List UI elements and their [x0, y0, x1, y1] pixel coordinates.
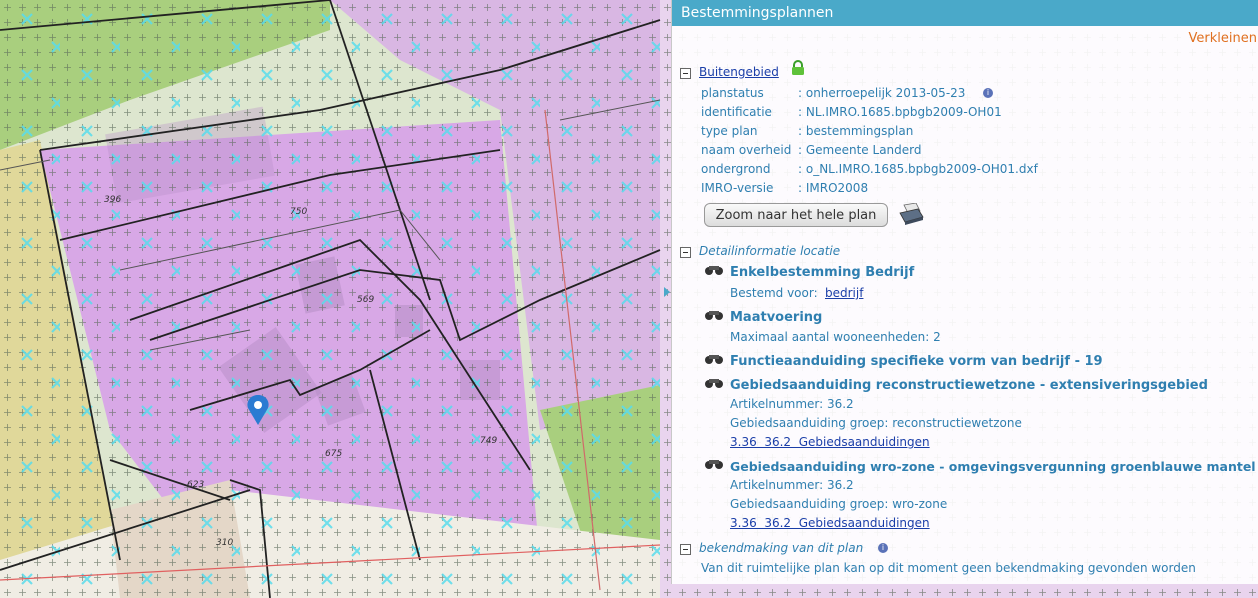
- detail-item-title: Enkelbestemming Bedrijf: [730, 265, 915, 280]
- info-icon[interactable]: i: [983, 88, 993, 98]
- panel-title: Bestemmingsplannen: [681, 5, 834, 21]
- prop-label: identificatie: [701, 105, 772, 119]
- prop-value: : NL.IMRO.1685.bpbgb2009-OH01: [798, 105, 1002, 119]
- plan-name-link[interactable]: Buitengebied: [699, 65, 779, 79]
- parcel-label: 675: [325, 449, 342, 459]
- location-marker-icon[interactable]: [247, 395, 269, 425]
- collapse-plan-icon[interactable]: [680, 68, 691, 79]
- prop-label: type plan: [701, 124, 758, 138]
- bekendmaking-title: bekendmaking van dit plan: [699, 541, 864, 555]
- prop-value: : onherroepelijk 2013-05-23: [798, 86, 966, 100]
- prop-label: naam overheid: [701, 143, 792, 157]
- info-icon[interactable]: i: [878, 543, 888, 553]
- parcel-label: 569: [357, 295, 374, 305]
- prop-value: : IMRO2008: [798, 181, 869, 195]
- parcel-label: 623: [187, 480, 204, 490]
- collapse-detail-icon[interactable]: [680, 247, 691, 258]
- detail-item-title: Gebiedsaanduiding wro-zone - omgevingsve…: [730, 459, 1256, 474]
- collapse-bekendmaking-icon[interactable]: [680, 544, 691, 555]
- parcel-label: 750: [290, 207, 307, 217]
- gebiedsaanduidingen-link[interactable]: 3.36 36.2 Gebiedsaanduidingen: [730, 435, 930, 449]
- panel-toggle-icon[interactable]: [664, 287, 670, 297]
- gebiedsaanduidingen-link[interactable]: 3.36 36.2 Gebiedsaanduidingen: [730, 516, 930, 530]
- zoom-to-plan-button[interactable]: Zoom naar het hele plan: [704, 203, 888, 227]
- prop-label: ondergrond: [701, 162, 771, 176]
- parcel-label: 396: [104, 195, 121, 205]
- detail-section-title: Detailinformatie locatie: [699, 244, 841, 258]
- prop-label: IMRO-versie: [701, 181, 774, 195]
- binoculars-icon: [705, 355, 723, 364]
- shrink-link[interactable]: Verkleinen: [1188, 31, 1257, 46]
- detail-item-title: Functieaanduiding specifieke vorm van be…: [730, 354, 1103, 369]
- detail-item-text: Bestemd voor:: [730, 286, 818, 300]
- print-icon[interactable]: [898, 203, 924, 225]
- prop-value: : bestemmingsplan: [798, 124, 914, 138]
- prop-label: planstatus: [701, 86, 764, 100]
- binoculars-icon: [705, 460, 723, 469]
- detail-item-text: Gebiedsaanduiding groep: reconstructiewe…: [730, 416, 1022, 430]
- detail-item-title: Maatvoering: [730, 310, 823, 325]
- panel-header: Bestemmingsplannen: [672, 0, 1258, 26]
- detail-item-title: Gebiedsaanduiding reconstructiewetzone -…: [730, 378, 1208, 393]
- bekendmaking-text: Van dit ruimtelijke plan kan op dit mome…: [701, 561, 1196, 575]
- detail-item-text: Gebiedsaanduiding groep: wro-zone: [730, 497, 948, 511]
- prop-value: : o_NL.IMRO.1685.bpbgb2009-OH01.dxf: [798, 162, 1038, 176]
- parcel-label: 310: [216, 538, 233, 548]
- parcel-label: 749: [480, 436, 497, 446]
- prop-value: : Gemeente Landerd: [798, 143, 922, 157]
- detail-item-text: Maximaal aantal wooneenheden: 2: [730, 330, 941, 344]
- detail-item-text: Artikelnummer: 36.2: [730, 397, 854, 411]
- binoculars-icon: [705, 311, 723, 320]
- binoculars-icon: [705, 379, 723, 388]
- info-panel: Bestemmingsplannen Verkleinen Buitengebi…: [671, 0, 1258, 584]
- lock-icon: [792, 60, 804, 75]
- detail-item-text: Artikelnummer: 36.2: [730, 478, 854, 492]
- binoculars-icon: [705, 266, 723, 275]
- bestemd-voor-link[interactable]: bedrijf: [825, 286, 864, 300]
